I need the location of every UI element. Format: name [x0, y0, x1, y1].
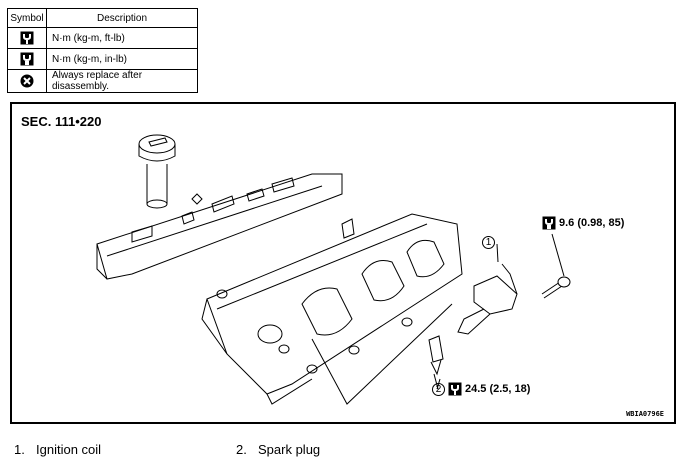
- front-rocker-cover: [201, 213, 463, 405]
- legend-header-description: Description: [46, 8, 198, 28]
- callout-ignition-coil: 1: [482, 236, 495, 249]
- leader-line: [311, 303, 453, 405]
- replace-part-icon: [20, 74, 34, 88]
- ignition-coil-part: [457, 243, 518, 335]
- torque-value: 9.6 (0.98, 85): [559, 217, 625, 229]
- torque-wrench-icon: [20, 31, 34, 45]
- legend-symbol-cell: [7, 69, 47, 93]
- torque-wrench-icon: [448, 382, 462, 396]
- parts-list-item: 1. Ignition coil: [14, 442, 101, 457]
- symbol-legend-table: Symbol Description N·m (kg-m, ft-lb) N·m…: [7, 8, 198, 93]
- bolt-part: [541, 233, 571, 299]
- legend-description-cell: N·m (kg-m, ft-lb): [46, 27, 198, 49]
- parts-list-item: 2. Spark plug: [236, 442, 320, 457]
- legend-symbol-cell: [7, 27, 47, 49]
- legend-symbol-cell: [7, 48, 47, 70]
- parts-list-number: 1.: [14, 442, 25, 457]
- callout-number: 1: [482, 236, 495, 249]
- legend-header-symbol: Symbol: [7, 8, 47, 28]
- torque-wrench-small-icon: [20, 52, 34, 66]
- legend-description-cell: N·m (kg-m, in-lb): [46, 48, 198, 70]
- rocker-cover-drawing: [96, 134, 571, 405]
- legend-row: Always replace after disassembly.: [7, 69, 198, 93]
- legend-row: N·m (kg-m, in-lb): [7, 48, 198, 70]
- exploded-view-figure: SEC. 111•220: [10, 102, 676, 424]
- parts-list-label: Ignition coil: [36, 442, 102, 457]
- oil-filler-cap: [138, 134, 176, 209]
- section-label: SEC. 111•220: [21, 114, 102, 129]
- torque-callout-bolt: 9.6 (0.98, 85): [542, 216, 624, 230]
- parts-list-label: Spark plug: [258, 442, 321, 457]
- torque-value: 24.5 (2.5, 18): [465, 383, 531, 395]
- legend-row: N·m (kg-m, ft-lb): [7, 27, 198, 49]
- rear-rocker-cover: [96, 173, 343, 280]
- figure-part-number: WBIA0796E: [626, 410, 664, 418]
- torque-callout-spark-plug: 2 24.5 (2.5, 18): [432, 382, 530, 396]
- torque-wrench-small-icon: [542, 216, 556, 230]
- parts-list-number: 2.: [236, 442, 247, 457]
- callout-number: 2: [432, 382, 445, 396]
- legend-description-cell: Always replace after disassembly.: [46, 69, 198, 93]
- legend-header-row: Symbol Description: [7, 8, 198, 28]
